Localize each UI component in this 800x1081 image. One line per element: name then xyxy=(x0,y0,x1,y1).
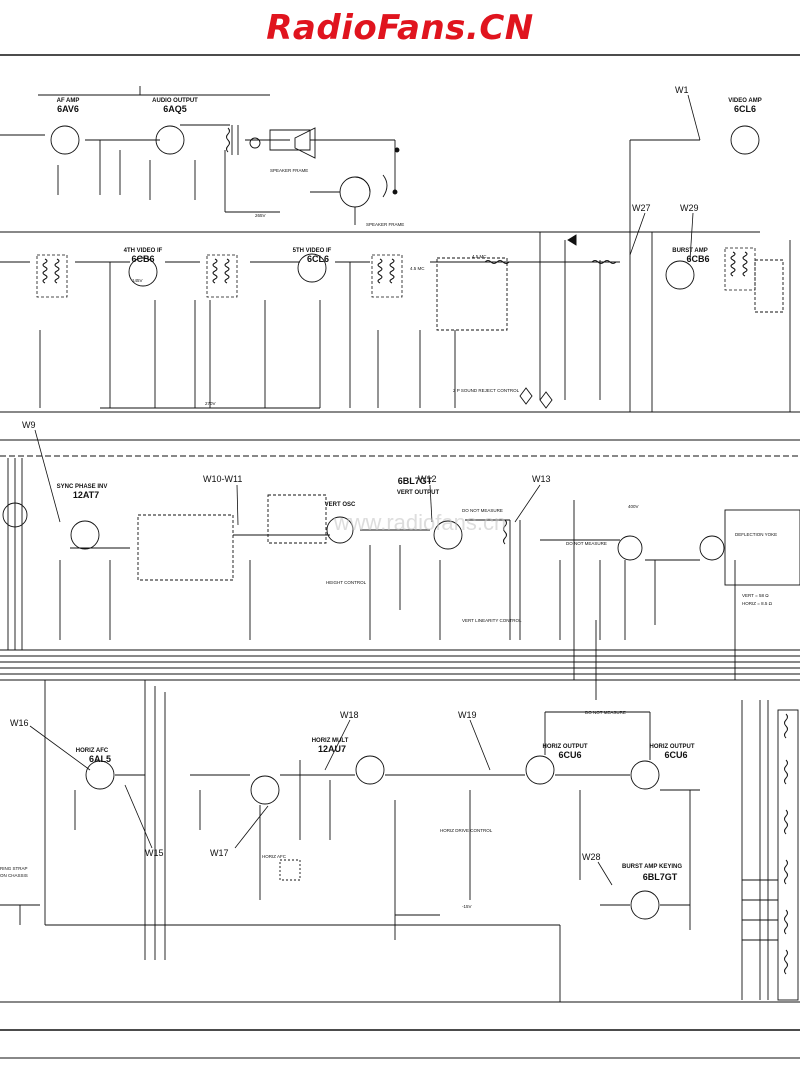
volt-minus-15: -15V xyxy=(462,904,472,909)
vert-output-title: VERT OUTPUT xyxy=(397,490,440,496)
w-label: W17 xyxy=(210,848,229,858)
vert-ohms-label: VERT = 58 Ω xyxy=(742,593,769,598)
w-label: W13 xyxy=(532,474,551,484)
stage-labels: AF AMP 6AV6 AUDIO OUTPUT 6AQ5 VIDEO AMP … xyxy=(57,98,762,882)
horiz-afc-tube: 6AL5 xyxy=(89,754,111,764)
audio-output-tube: 6AQ5 xyxy=(163,104,187,114)
burst-amp-title: BURST AMP xyxy=(672,248,707,254)
do-not-measure-1: DO NOT MEASURE xyxy=(462,508,503,513)
af-amp-title: AF AMP xyxy=(57,98,80,104)
mc-label-2: 4.5 MC xyxy=(472,254,487,259)
do-not-measure-2: DO NOT MEASURE xyxy=(566,541,607,546)
w-label: W9 xyxy=(22,420,36,430)
site-banner: RadioFans.CN xyxy=(266,8,534,48)
w-label: W28 xyxy=(582,852,601,862)
do-not-measure-3: DO NOT MEASURE xyxy=(585,710,626,715)
burst-amp-keying-title: BURST AMP KEYING xyxy=(622,864,682,870)
w-label: W18 xyxy=(340,710,359,720)
sync-phase-inv-title: SYNC PHASE INV xyxy=(57,484,108,490)
vertical-section xyxy=(2,494,800,640)
vert-osc-title: VERT OSC xyxy=(325,502,356,508)
vif4-tube: 6CB6 xyxy=(131,254,154,264)
bus-lines xyxy=(0,54,800,1059)
w-labels: W1 W27 W29 W9 W10-W11 W12 W13 W16 W18 W1… xyxy=(10,85,699,862)
horizontal-section xyxy=(74,709,799,1001)
horiz-output1-tube: 6CU6 xyxy=(558,750,581,760)
chassis-label: ON CHASSIS xyxy=(0,873,28,878)
w-label: W19 xyxy=(458,710,477,720)
horiz-output1-title: HORIZ OUTPUT xyxy=(543,744,588,750)
w-label: W12 xyxy=(418,474,437,484)
w-label: W16 xyxy=(10,718,29,728)
sound-reject-label: 2 P SOUND REJECT CONTROL xyxy=(453,388,520,393)
deflection-yoke-label: DEFLECTION YOKE xyxy=(735,532,777,537)
ring-strap-label: RING STRAP xyxy=(0,866,28,871)
horiz-output2-tube: 6CU6 xyxy=(664,750,687,760)
horiz-ohms-label: HORIZ = 8.5 Ω xyxy=(742,601,773,606)
speaker-frame-label: SPEAKER FRAME xyxy=(366,222,404,227)
video-amp-tube: 6CL6 xyxy=(734,104,756,114)
video-if-section xyxy=(0,232,784,409)
vif5-tube: 6CL6 xyxy=(307,254,329,264)
horiz-mult-tube: 12AU7 xyxy=(318,744,346,754)
w-label: W1 xyxy=(675,85,689,95)
watermark: www.radiofans.cn xyxy=(333,510,506,535)
mc-label-1: 4.5 MC xyxy=(410,266,425,271)
horiz-output2-title: HORIZ OUTPUT xyxy=(650,744,695,750)
height-control-label: HEIGHT CONTROL xyxy=(326,580,367,585)
horiz-drive-label: HORIZ DRIVE CONTROL xyxy=(440,828,493,833)
audio-output-title: AUDIO OUTPUT xyxy=(152,98,198,104)
volt-145: 145V xyxy=(132,278,143,283)
w-label: W29 xyxy=(680,203,699,213)
w-label: W27 xyxy=(632,203,651,213)
w-label: W15 xyxy=(145,848,164,858)
sync-phase-inv-tube: 12AT7 xyxy=(73,490,99,500)
w-pointers xyxy=(29,94,701,886)
vif5-title: 5TH VIDEO IF xyxy=(293,248,332,254)
w-label: W10-W11 xyxy=(203,474,242,484)
af-amp-tube: 6AV6 xyxy=(57,104,79,114)
audio-section xyxy=(0,86,760,225)
video-amp-title: VIDEO AMP xyxy=(728,98,761,104)
horiz-mult-title: HORIZ MULT xyxy=(312,738,349,744)
vif4-title: 4TH VIDEO IF xyxy=(124,248,163,254)
misc-labels: SPEAKER FRAME SPEAKER FRAME 2 P SOUND RE… xyxy=(0,168,777,909)
volt-270: 270V xyxy=(205,401,216,406)
vert-output-tube: 6BL7GT xyxy=(398,476,433,486)
horiz-afc-title: HORIZ AFC xyxy=(76,748,109,754)
speaker-field-label: SPEAKER FRAME xyxy=(270,168,308,173)
volt-265: 265V xyxy=(255,213,266,218)
horiz-afc-coil-label: HORIZ AFC xyxy=(262,854,287,859)
volt-400: 400V xyxy=(628,504,639,509)
burst-amp-tube: 6CB6 xyxy=(686,254,709,264)
vert-linearity-label: VERT LINEARITY CONTROL xyxy=(462,618,522,623)
burst-amp-keying-tube: 6BL7GT xyxy=(643,872,678,882)
